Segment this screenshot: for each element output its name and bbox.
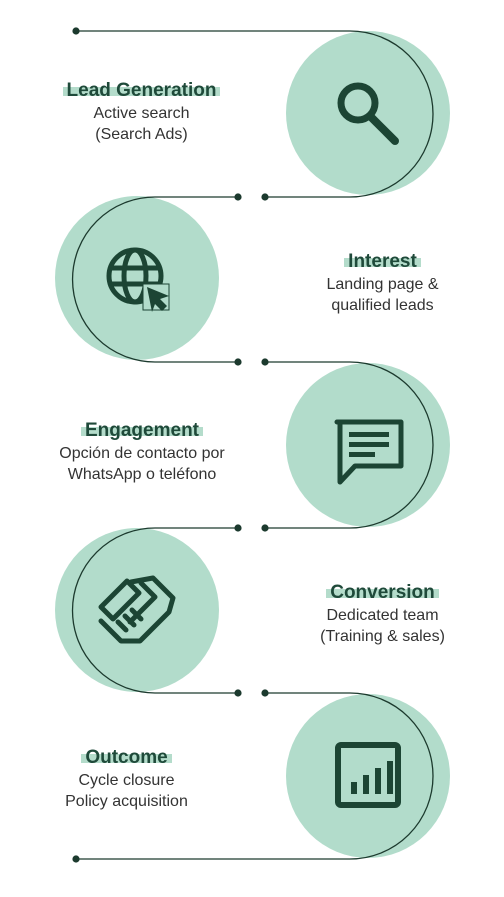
connector-dot-start (72, 27, 80, 35)
connector-dot (261, 689, 269, 697)
stage-conversion: Conversion Dedicated team (Training & sa… (280, 582, 485, 647)
stage-title: Lead Generation (62, 80, 221, 102)
connector-dot (234, 689, 242, 697)
stage-title: Interest (344, 251, 421, 273)
connector-dot (261, 358, 269, 366)
stage-title: Outcome (81, 747, 172, 769)
stage-interest: Interest Landing page & qualified leads (280, 251, 485, 316)
bar-chart-icon (335, 742, 401, 808)
globe-cursor-icon (106, 247, 170, 312)
stage-engagement: Engagement Opción de contacto por WhatsA… (32, 420, 252, 485)
stage-lead-generation: Lead Generation Active search (Search Ad… (39, 80, 244, 145)
connector-dot (261, 193, 269, 201)
stage-circle-conversion (55, 528, 219, 692)
connector-line (71, 30, 434, 860)
stage-title: Conversion (326, 582, 439, 604)
connector-dot-end (72, 855, 80, 863)
stage-title: Engagement (80, 420, 204, 442)
connector-dot (261, 524, 269, 532)
stage-description: Dedicated team (Training & sales) (320, 607, 445, 645)
stage-outcome: Outcome Cycle closure Policy acquisition (24, 747, 229, 812)
stage-description: Opción de contacto por WhatsApp o teléfo… (59, 445, 225, 483)
connector-dot (234, 193, 242, 201)
search-icon (337, 82, 399, 145)
connector-dot (234, 358, 242, 366)
stage-description: Cycle closure Policy acquisition (65, 772, 188, 810)
chat-icon (334, 419, 404, 485)
stage-description: Active search (Search Ads) (93, 105, 190, 143)
connector-dot (234, 524, 242, 532)
handshake-icon (98, 575, 176, 644)
stage-circle-interest (55, 196, 219, 360)
stage-description: Landing page & qualified leads (326, 276, 439, 314)
